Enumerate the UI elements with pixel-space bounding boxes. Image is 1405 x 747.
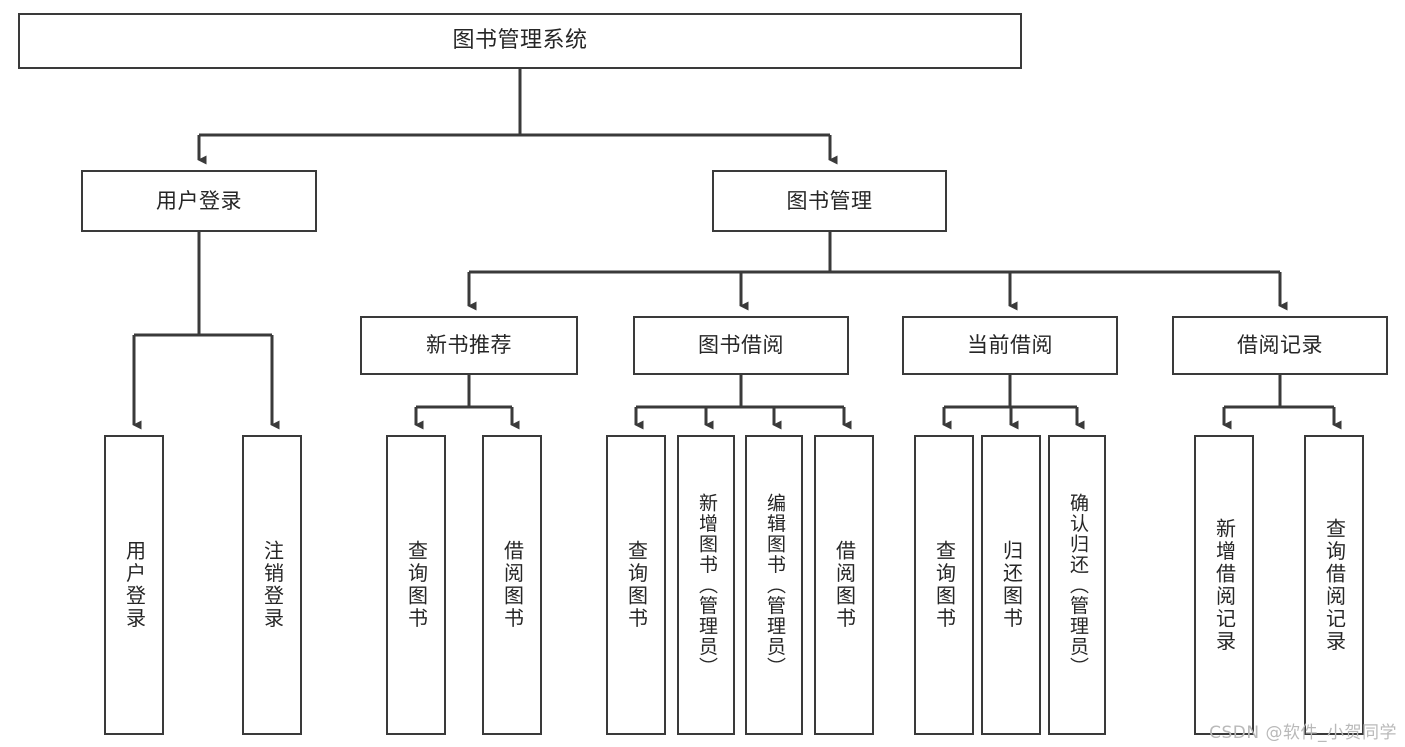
node-leaf-edit-book-admin-label: 编辑图书（管理员）: [763, 492, 786, 678]
node-new-book-recommend[interactable]: 新书推荐: [360, 316, 578, 375]
node-leaf-add-book-admin-label: 新增图书（管理员）: [695, 492, 718, 678]
node-leaf-query-book-borrow-label: 查询图书: [624, 540, 649, 630]
node-leaf-user-login[interactable]: 用户登录: [104, 435, 164, 735]
node-leaf-query-borrow-record[interactable]: 查询借阅记录: [1304, 435, 1364, 735]
node-leaf-query-book-borrow[interactable]: 查询图书: [606, 435, 666, 735]
node-leaf-query-book-current[interactable]: 查询图书: [914, 435, 974, 735]
node-borrow-record-label: 借阅记录: [1237, 333, 1323, 358]
node-book-management[interactable]: 图书管理: [712, 170, 947, 232]
node-leaf-add-borrow-record-label: 新增借阅记录: [1212, 517, 1237, 653]
node-leaf-query-book-rec-label: 查询图书: [404, 540, 429, 630]
node-user-login-label: 用户登录: [156, 188, 242, 213]
node-root[interactable]: 图书管理系统: [18, 13, 1022, 69]
node-leaf-borrow-book[interactable]: 借阅图书: [814, 435, 874, 735]
node-current-borrow[interactable]: 当前借阅: [902, 316, 1118, 375]
node-leaf-return-book[interactable]: 归还图书: [981, 435, 1041, 735]
node-leaf-logout-label: 注销登录: [260, 540, 285, 630]
node-leaf-add-book-admin[interactable]: 新增图书（管理员）: [677, 435, 735, 735]
node-book-borrow-label: 图书借阅: [698, 333, 784, 358]
node-leaf-borrow-book-label: 借阅图书: [832, 540, 857, 630]
node-leaf-query-book-rec[interactable]: 查询图书: [386, 435, 446, 735]
node-leaf-borrow-book-rec[interactable]: 借阅图书: [482, 435, 542, 735]
node-leaf-query-borrow-record-label: 查询借阅记录: [1322, 517, 1347, 653]
node-new-book-recommend-label: 新书推荐: [426, 333, 512, 358]
node-leaf-borrow-book-rec-label: 借阅图书: [500, 540, 525, 630]
node-root-label: 图书管理系统: [452, 28, 588, 54]
node-book-borrow[interactable]: 图书借阅: [633, 316, 849, 375]
node-leaf-return-book-label: 归还图书: [999, 540, 1024, 630]
watermark: CSDN @软件_小贺同学: [1209, 723, 1397, 743]
node-leaf-add-borrow-record[interactable]: 新增借阅记录: [1194, 435, 1254, 735]
node-leaf-user-login-label: 用户登录: [122, 540, 147, 630]
node-leaf-query-book-current-label: 查询图书: [932, 540, 957, 630]
node-book-management-label: 图书管理: [786, 188, 873, 213]
node-leaf-confirm-return-admin[interactable]: 确认归还（管理员）: [1048, 435, 1106, 735]
node-borrow-record[interactable]: 借阅记录: [1172, 316, 1388, 375]
node-current-borrow-label: 当前借阅: [967, 333, 1053, 358]
node-leaf-confirm-return-admin-label: 确认归还（管理员）: [1066, 492, 1089, 678]
node-user-login[interactable]: 用户登录: [81, 170, 317, 232]
node-leaf-logout[interactable]: 注销登录: [242, 435, 302, 735]
node-leaf-edit-book-admin[interactable]: 编辑图书（管理员）: [745, 435, 803, 735]
